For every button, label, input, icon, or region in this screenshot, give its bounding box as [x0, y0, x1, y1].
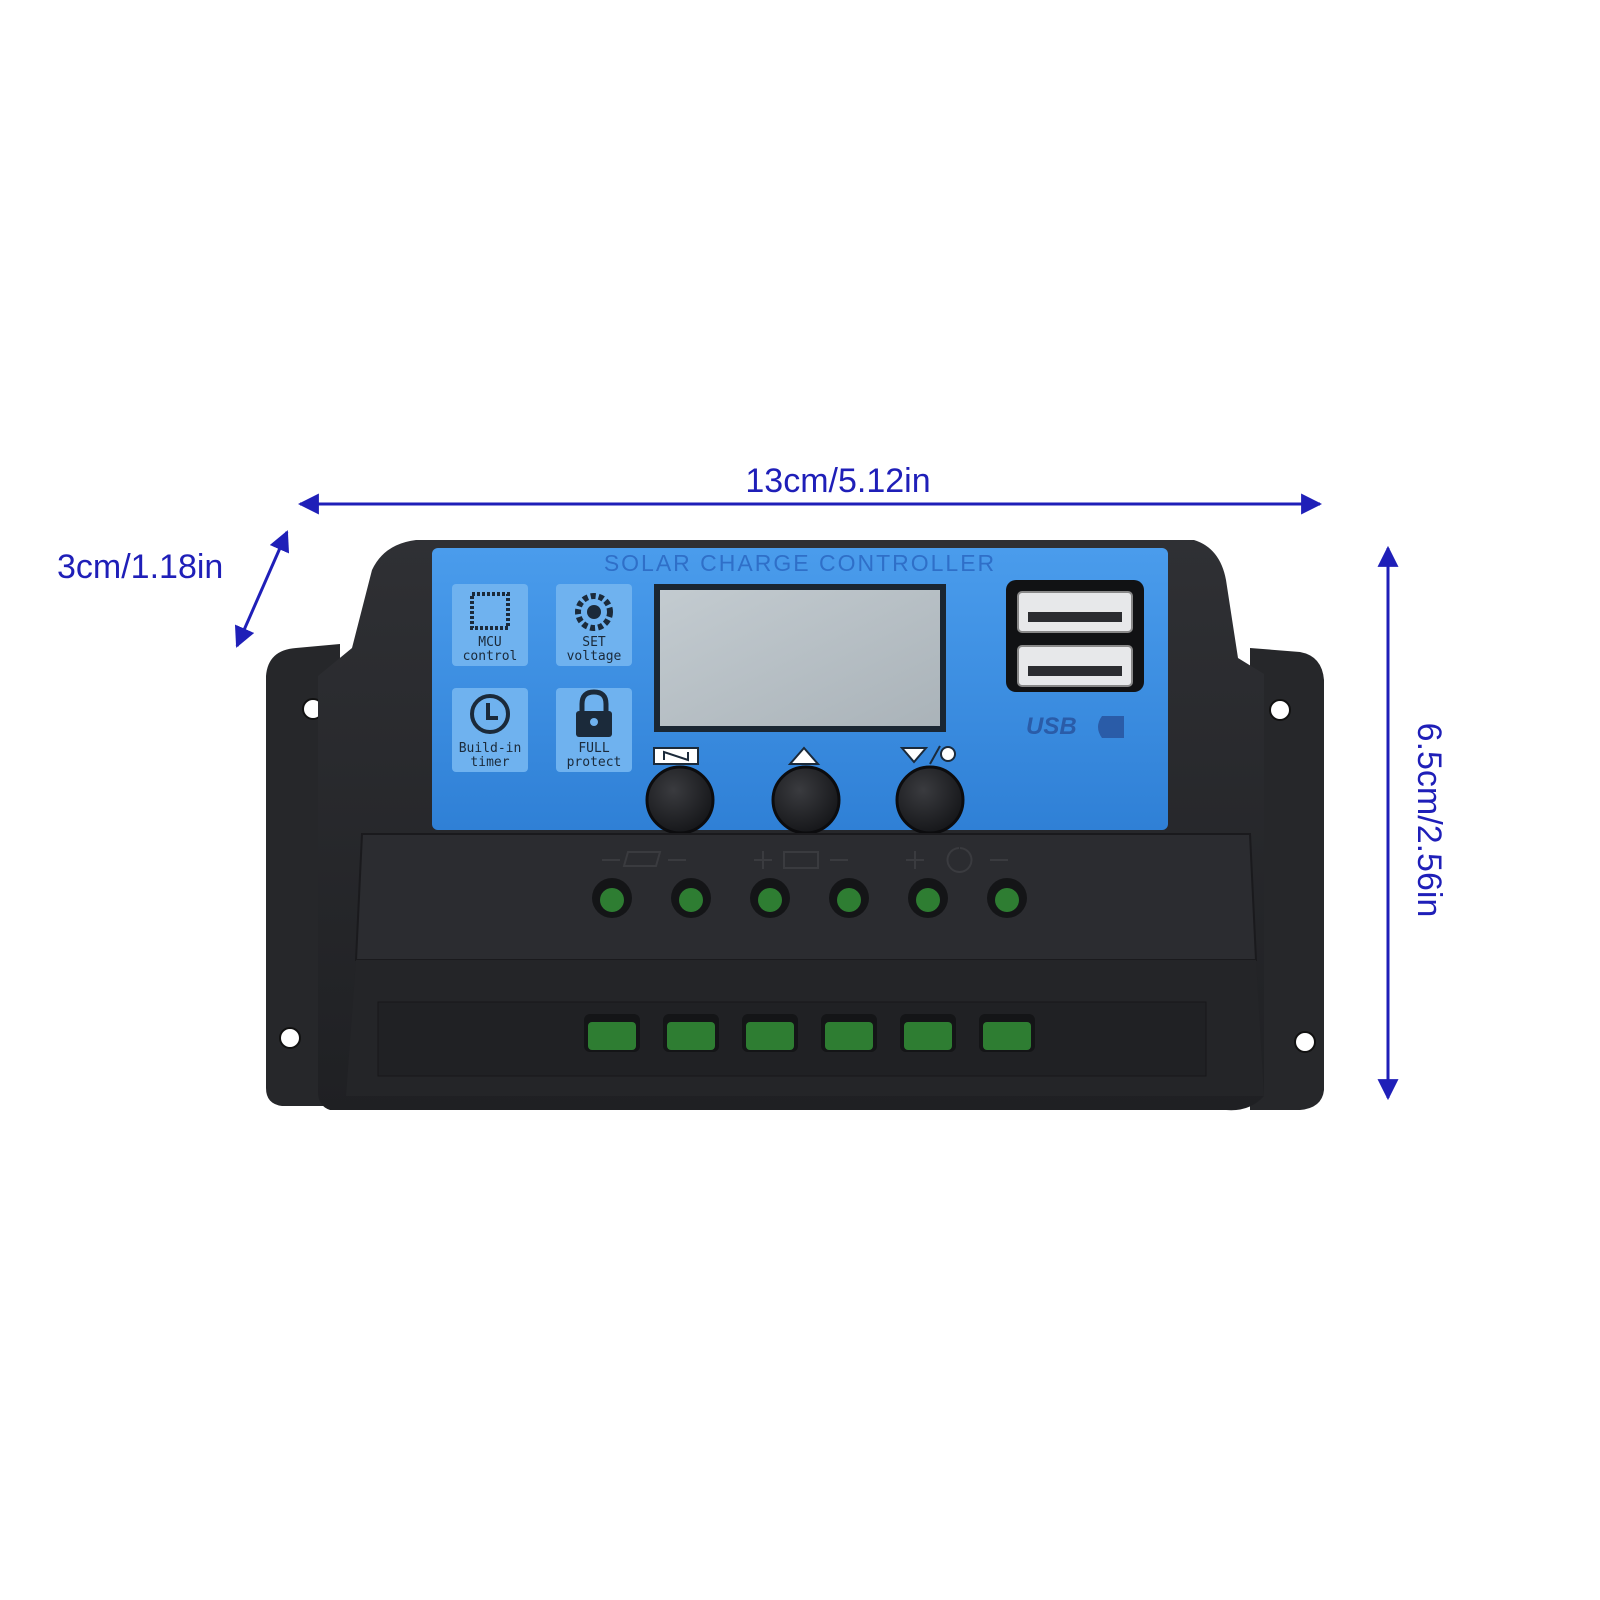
- wire-slot-row: [584, 1014, 1035, 1052]
- menu-button[interactable]: [645, 765, 715, 835]
- menu-icon: [653, 747, 699, 765]
- battery-icon: [754, 851, 848, 869]
- terminal-symbols: [602, 847, 1008, 873]
- usb-label: USB: [1026, 713, 1077, 740]
- feature-set-line2: voltage: [567, 649, 622, 664]
- feature-set-line1: SET: [582, 635, 606, 650]
- feature-mcu-line1: MCU: [478, 635, 501, 650]
- usb-plug-icon: [1098, 716, 1124, 738]
- feature-protect-line1: FULL: [578, 741, 609, 756]
- lock-icon: [576, 689, 612, 737]
- feature-timer-line2: timer: [470, 755, 509, 770]
- mount-hole-bottom-right: [1294, 1031, 1316, 1053]
- lcd-screen: [660, 590, 940, 726]
- dimension-annotations: 13cm/5.12in 3cm/1.18in 6.5cm/2.56in: [57, 462, 1448, 1101]
- usb-logo: USB: [1026, 713, 1124, 740]
- feature-timer-line1: Build-in: [459, 741, 522, 756]
- depth-arrow: [234, 530, 290, 648]
- screw-terminal-4[interactable]: [829, 878, 869, 918]
- gear-icon: [575, 593, 613, 631]
- down-button[interactable]: [895, 765, 965, 835]
- wire-slot-4[interactable]: [821, 1014, 877, 1052]
- feature-tile-timer: Build-in timer: [452, 688, 528, 772]
- charge-controller: SOLAR CHARGE CONTROLLER MCU control SET …: [266, 540, 1324, 1111]
- mcu-chip-icon: [470, 592, 510, 630]
- clock-icon: [470, 694, 510, 734]
- up-button[interactable]: [771, 765, 841, 835]
- wire-slot-3[interactable]: [742, 1014, 798, 1052]
- feature-tile-mcu: MCU control: [452, 584, 528, 666]
- down-arrow-icon: [899, 745, 956, 765]
- mount-hole-bottom-left: [279, 1027, 301, 1049]
- load-bulb-icon: [906, 847, 1008, 873]
- wire-slot-1[interactable]: [584, 1014, 640, 1052]
- wire-slot-5[interactable]: [900, 1014, 956, 1052]
- screw-terminal-5[interactable]: [908, 878, 948, 918]
- screw-terminal-row: [592, 878, 1027, 918]
- feature-tile-set-voltage: SET voltage: [556, 584, 632, 666]
- screw-terminal-1[interactable]: [592, 878, 632, 918]
- wire-slot-6[interactable]: [979, 1014, 1035, 1052]
- feature-tile-protect: FULL protect: [556, 688, 632, 772]
- screw-terminal-6[interactable]: [987, 878, 1027, 918]
- mount-hole-top-right: [1269, 699, 1291, 721]
- up-arrow-icon: [787, 746, 821, 765]
- screw-terminal-3[interactable]: [750, 878, 790, 918]
- usb-port-block: [1006, 580, 1144, 692]
- panel-title: SOLAR CHARGE CONTROLLER: [604, 550, 996, 576]
- feature-protect-line2: protect: [567, 755, 622, 770]
- right-mounting-flange: [1250, 648, 1324, 1110]
- solar-panel-icon: [602, 851, 686, 867]
- screw-terminal-2[interactable]: [671, 878, 711, 918]
- width-label: 13cm/5.12in: [745, 462, 930, 500]
- wire-slot-2[interactable]: [663, 1014, 719, 1052]
- depth-label: 3cm/1.18in: [57, 548, 223, 586]
- feature-mcu-line2: control: [463, 649, 518, 664]
- height-label: 6.5cm/2.56in: [1410, 723, 1448, 918]
